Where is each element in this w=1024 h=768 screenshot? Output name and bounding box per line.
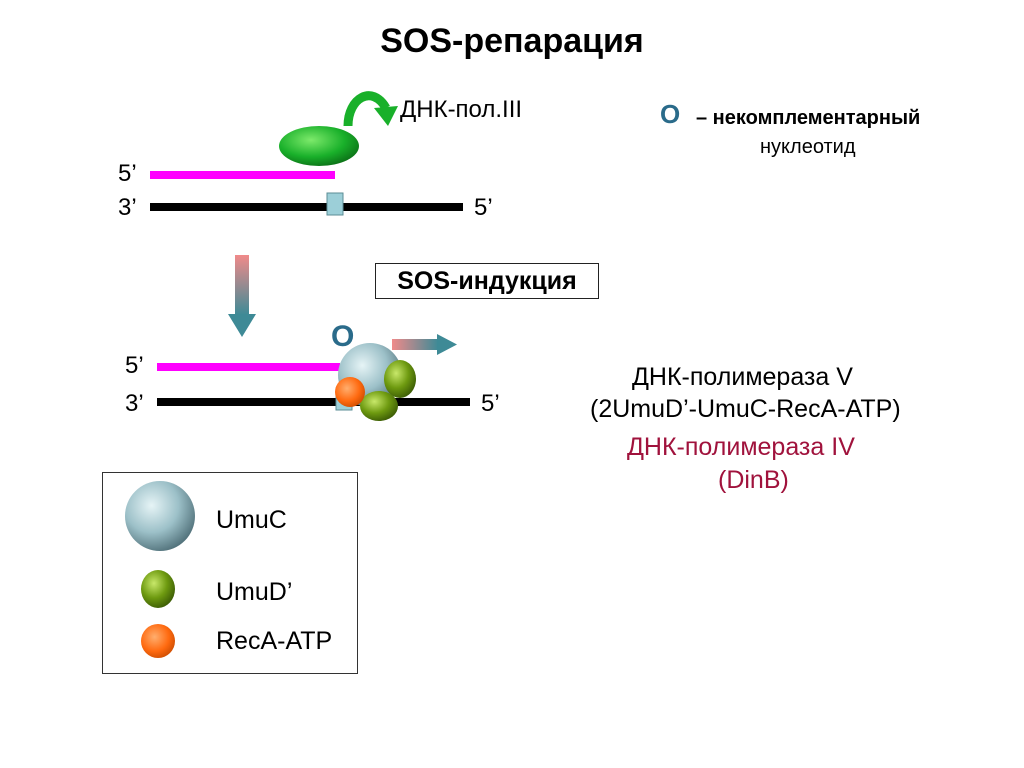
mismatch-nucleotide-top xyxy=(327,193,343,215)
pol3-ellipse xyxy=(279,126,359,166)
down-arrow-shaft xyxy=(235,255,249,315)
polymerase-v-name: ДНК-полимераза V xyxy=(632,363,853,392)
polymerase-iv-gene: (DinB) xyxy=(718,466,789,495)
legend-label-umud: UmuD’ xyxy=(216,578,292,607)
mismatch-note-symbol: О xyxy=(660,99,680,130)
top-strand-3-label: 3’ xyxy=(118,194,137,222)
sos-induction-label: SOS-индукция xyxy=(375,263,599,299)
bottom-strand-right-5-label: 5’ xyxy=(481,390,500,418)
right-arrow-head-icon xyxy=(437,334,457,355)
pol3-label: ДНК-пол.III xyxy=(400,96,522,124)
bottom-strand-3-label: 3’ xyxy=(125,390,144,418)
top-strand-right-5-label: 5’ xyxy=(474,194,493,222)
curved-arrow-head-icon xyxy=(374,106,398,126)
umud-oval-complex-1 xyxy=(384,360,416,398)
down-arrow-head-icon xyxy=(228,314,256,337)
umud-oval-complex-2 xyxy=(360,391,398,421)
reca-circle-complex xyxy=(335,377,365,407)
top-strand-5-label: 5’ xyxy=(118,160,137,188)
page-title: SOS-репарация xyxy=(0,22,1024,61)
polymerase-v-composition: (2UmuD’-UmuC-RecA-ATP) xyxy=(590,395,901,424)
mismatch-note-line2: нуклеотид xyxy=(760,136,856,159)
polymerase-iv-name: ДНК-полимераза IV xyxy=(627,433,855,462)
bottom-strand-5-label: 5’ xyxy=(125,352,144,380)
legend-label-reca: RecA-ATP xyxy=(216,627,332,656)
mismatch-note-line1: – некомплементарный xyxy=(696,107,920,130)
legend-label-umuc: UmuC xyxy=(216,506,287,535)
mismatch-symbol: О xyxy=(331,320,354,354)
right-arrow-shaft xyxy=(392,339,438,350)
